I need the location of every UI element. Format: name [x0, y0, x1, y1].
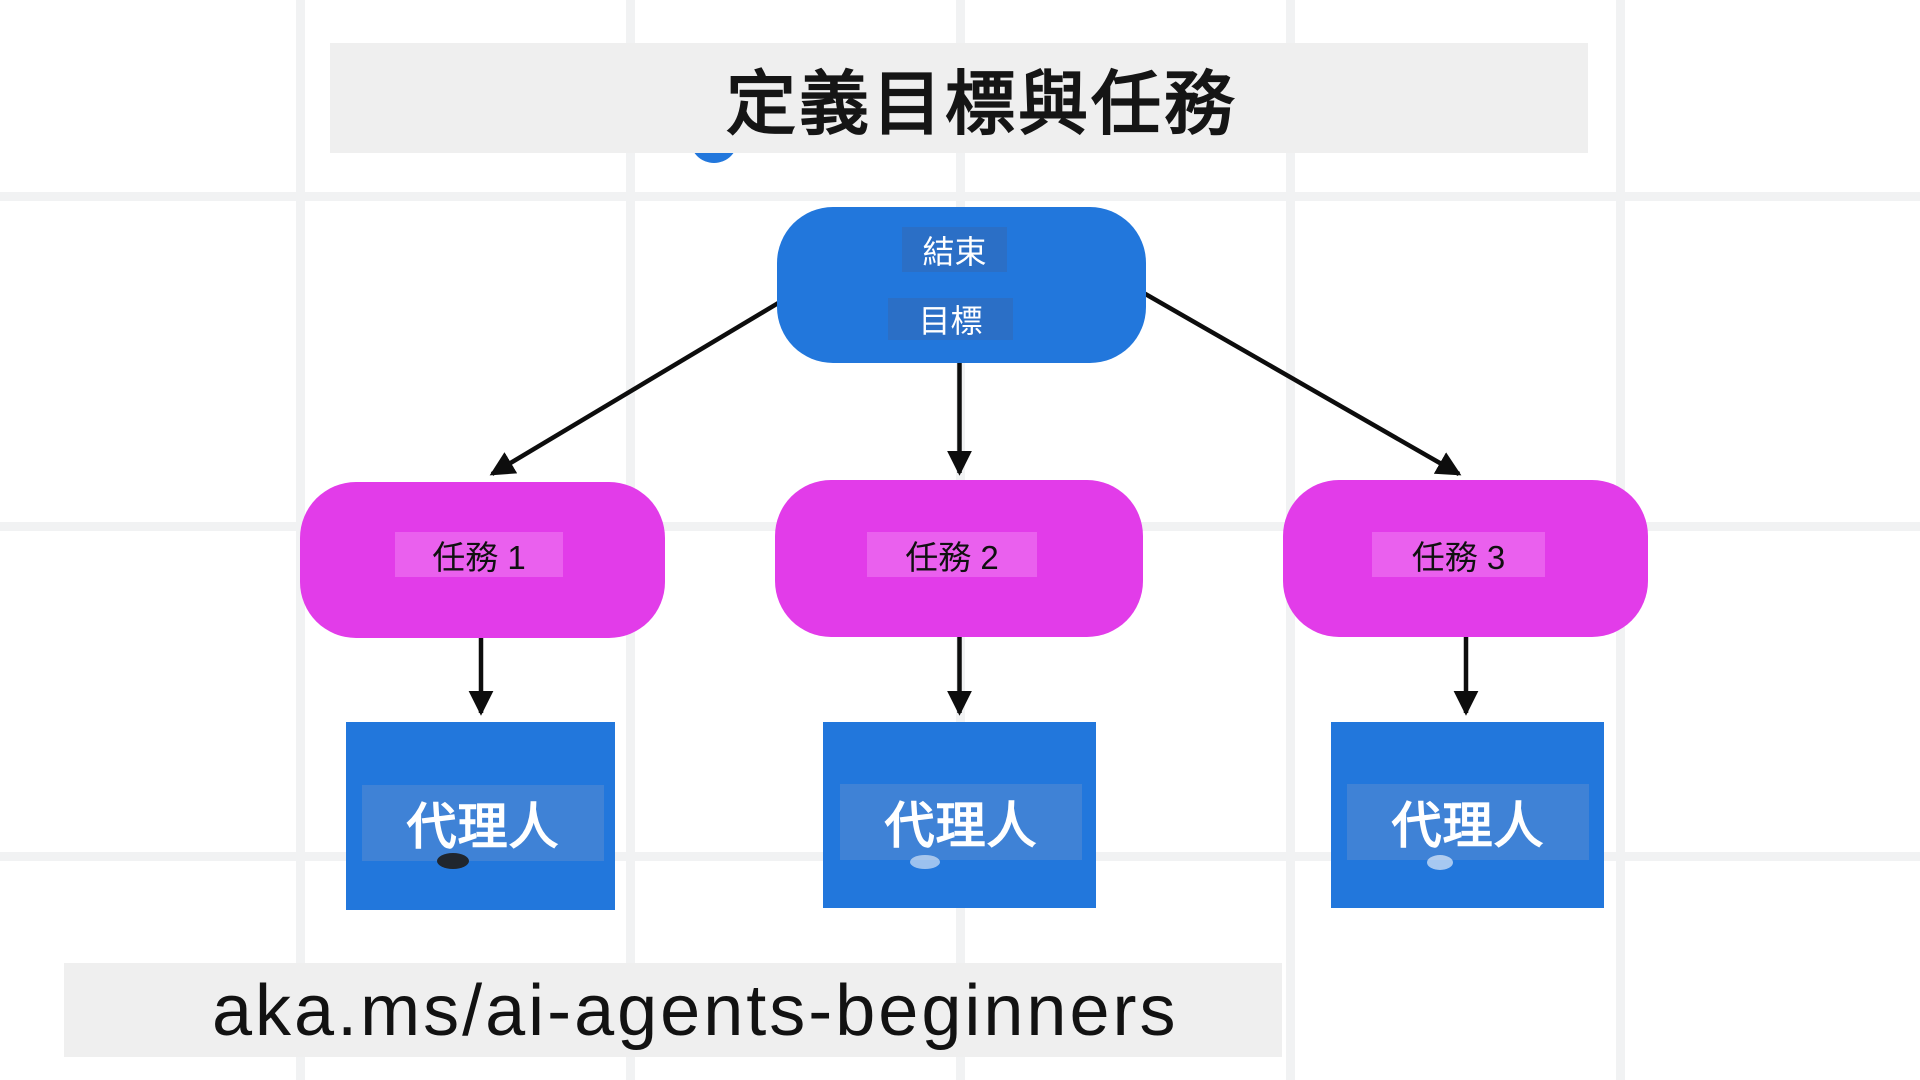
task-node-3-label: 任務 3 [1372, 532, 1545, 577]
agent-node-1: 代理人 [346, 722, 615, 910]
task-node-3: 任務 3 [1283, 480, 1648, 637]
goal-node-label-end: 結束 [902, 227, 1007, 272]
task-node-1-label: 任務 1 [395, 532, 563, 577]
title-band: 定義目標與任務 [330, 43, 1588, 153]
task-node-1: 任務 1 [300, 482, 665, 638]
agent-node-1-label: 代理人 [362, 785, 604, 861]
goal-node-label-goal: 目標 [888, 298, 1013, 340]
goal-node: 結束 目標 [777, 207, 1146, 363]
agent-node-3: 代理人 [1331, 722, 1604, 908]
agent-node-2: 代理人 [823, 722, 1096, 908]
task-node-2: 任務 2 [775, 480, 1143, 637]
grid-line-horizontal [0, 192, 1920, 201]
agent-node-2-label: 代理人 [840, 784, 1082, 860]
task-node-2-label: 任務 2 [867, 532, 1037, 577]
agent-node-3-label: 代理人 [1347, 784, 1589, 860]
text-remnant [910, 855, 940, 869]
page-title: 定義目標與任務 [726, 64, 1237, 143]
text-remnant [1427, 855, 1453, 870]
footer-band: aka.ms/ai-agents-beginners [64, 963, 1282, 1057]
text-remnant [437, 853, 469, 869]
arrow-goal-to-task-1 [489, 288, 802, 476]
arrow-goal-to-task-3 [1126, 282, 1462, 476]
footer-link: aka.ms/ai-agents-beginners [212, 971, 1179, 1051]
